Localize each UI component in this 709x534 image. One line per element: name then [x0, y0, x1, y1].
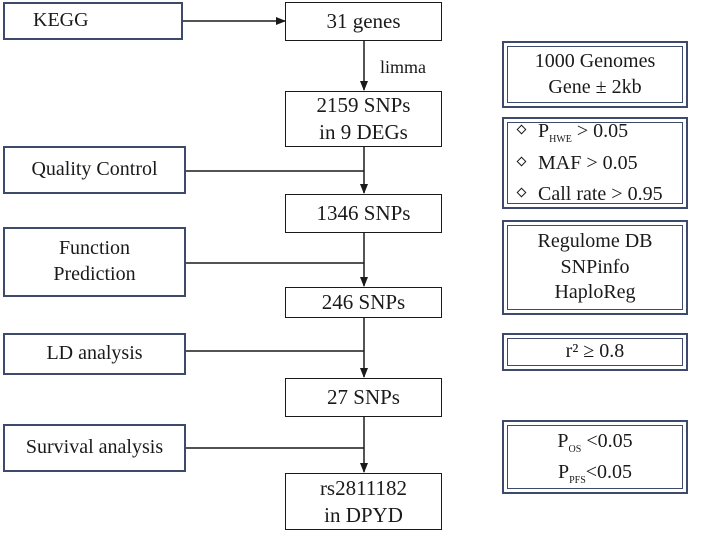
result-line-1: rs2811182: [319, 475, 408, 500]
snps-1346-box: 1346 SNPs: [285, 194, 442, 233]
pfs-subscript: PFS: [569, 475, 586, 486]
ld-criteria-box: r² ≥ 0.8: [502, 333, 688, 371]
function-prediction-line-2: Prediction: [53, 263, 136, 285]
limma-label: limma: [380, 57, 426, 77]
maf-condition: MAF > 0.05: [538, 151, 638, 174]
pfs-condition: <0.05: [585, 461, 633, 483]
result-line-2: in DPYD: [324, 502, 403, 527]
qc-criterion-call-rate: Call rate > 0.95: [516, 179, 663, 210]
function-prediction-box: Function Prediction: [3, 227, 186, 297]
snps-1346-label: 1346 SNPs: [316, 201, 411, 226]
ld-analysis-label: LD analysis: [46, 342, 143, 365]
ld-criteria-inner-border: [507, 338, 683, 366]
genes-label: 31 genes: [326, 9, 401, 34]
ld-threshold: r² ≥ 0.8: [565, 340, 625, 363]
survival-criterion-pfs: PPFS<0.05: [558, 457, 632, 489]
survival-criteria-inner-border: [507, 425, 683, 489]
database-haploreg: HaploReg: [554, 281, 636, 304]
p-symbol: P: [557, 461, 570, 483]
function-prediction-line-1: Function: [58, 237, 131, 260]
os-condition: <0.05: [581, 429, 633, 452]
ld-analysis-box: LD analysis: [3, 333, 186, 375]
p-symbol: P: [538, 120, 550, 143]
hwe-condition: > 0.05: [571, 120, 629, 143]
qc-criteria-box: PHWE > 0.05 MAF > 0.05 Call rate > 0.95: [502, 117, 688, 209]
kegg-label: KEGG: [33, 9, 89, 32]
survival-criterion-os: POS <0.05: [557, 426, 632, 458]
database-criteria-box: Regulome DB SNPinfo HaploReg: [502, 220, 688, 315]
hwe-subscript: HWE: [549, 134, 572, 146]
snps-2159-line-2: in 9 DEGs: [319, 120, 408, 144]
survival-analysis-label: Survival analysis: [25, 436, 164, 459]
quality-control-label: Quality Control: [31, 158, 158, 181]
qc-criterion-maf: MAF > 0.05: [516, 148, 638, 179]
genomes-criteria-box: 1000 Genomes Gene ± 2kb: [502, 41, 688, 108]
snps-2159-box: 2159 SNPs in 9 DEGs: [285, 91, 442, 147]
snps-246-label: 246 SNPs: [321, 290, 406, 315]
p-symbol: P: [557, 429, 569, 452]
genomes-line-1: 1000 Genomes: [534, 49, 656, 72]
genomes-line-2: Gene ± 2kb: [548, 75, 642, 98]
snps-27-label: 27 SNPs: [327, 385, 400, 410]
os-subscript: OS: [568, 443, 582, 455]
database-regulome: Regulome DB: [537, 230, 653, 253]
database-criteria-inner-border: [507, 225, 683, 310]
database-snpinfo: SNPinfo: [560, 255, 630, 278]
survival-criteria-box: POS <0.05 PPFS<0.05: [502, 420, 688, 494]
qc-criterion-hwe: PHWE > 0.05: [516, 116, 629, 148]
survival-analysis-box: Survival analysis: [3, 424, 186, 472]
snps-27-box: 27 SNPs: [285, 378, 442, 417]
genomes-criteria-inner-border: [507, 46, 683, 103]
snps-246-box: 246 SNPs: [285, 287, 442, 318]
result-box: rs2811182 in DPYD: [285, 473, 442, 530]
qc-criteria-inner-border: [507, 122, 683, 204]
quality-control-box: Quality Control: [3, 146, 186, 194]
genes-box: 31 genes: [285, 2, 442, 41]
kegg-box: KEGG: [3, 2, 183, 40]
call-rate-condition: Call rate > 0.95: [538, 182, 663, 205]
snps-2159-line-1: 2159 SNPs: [316, 93, 411, 118]
